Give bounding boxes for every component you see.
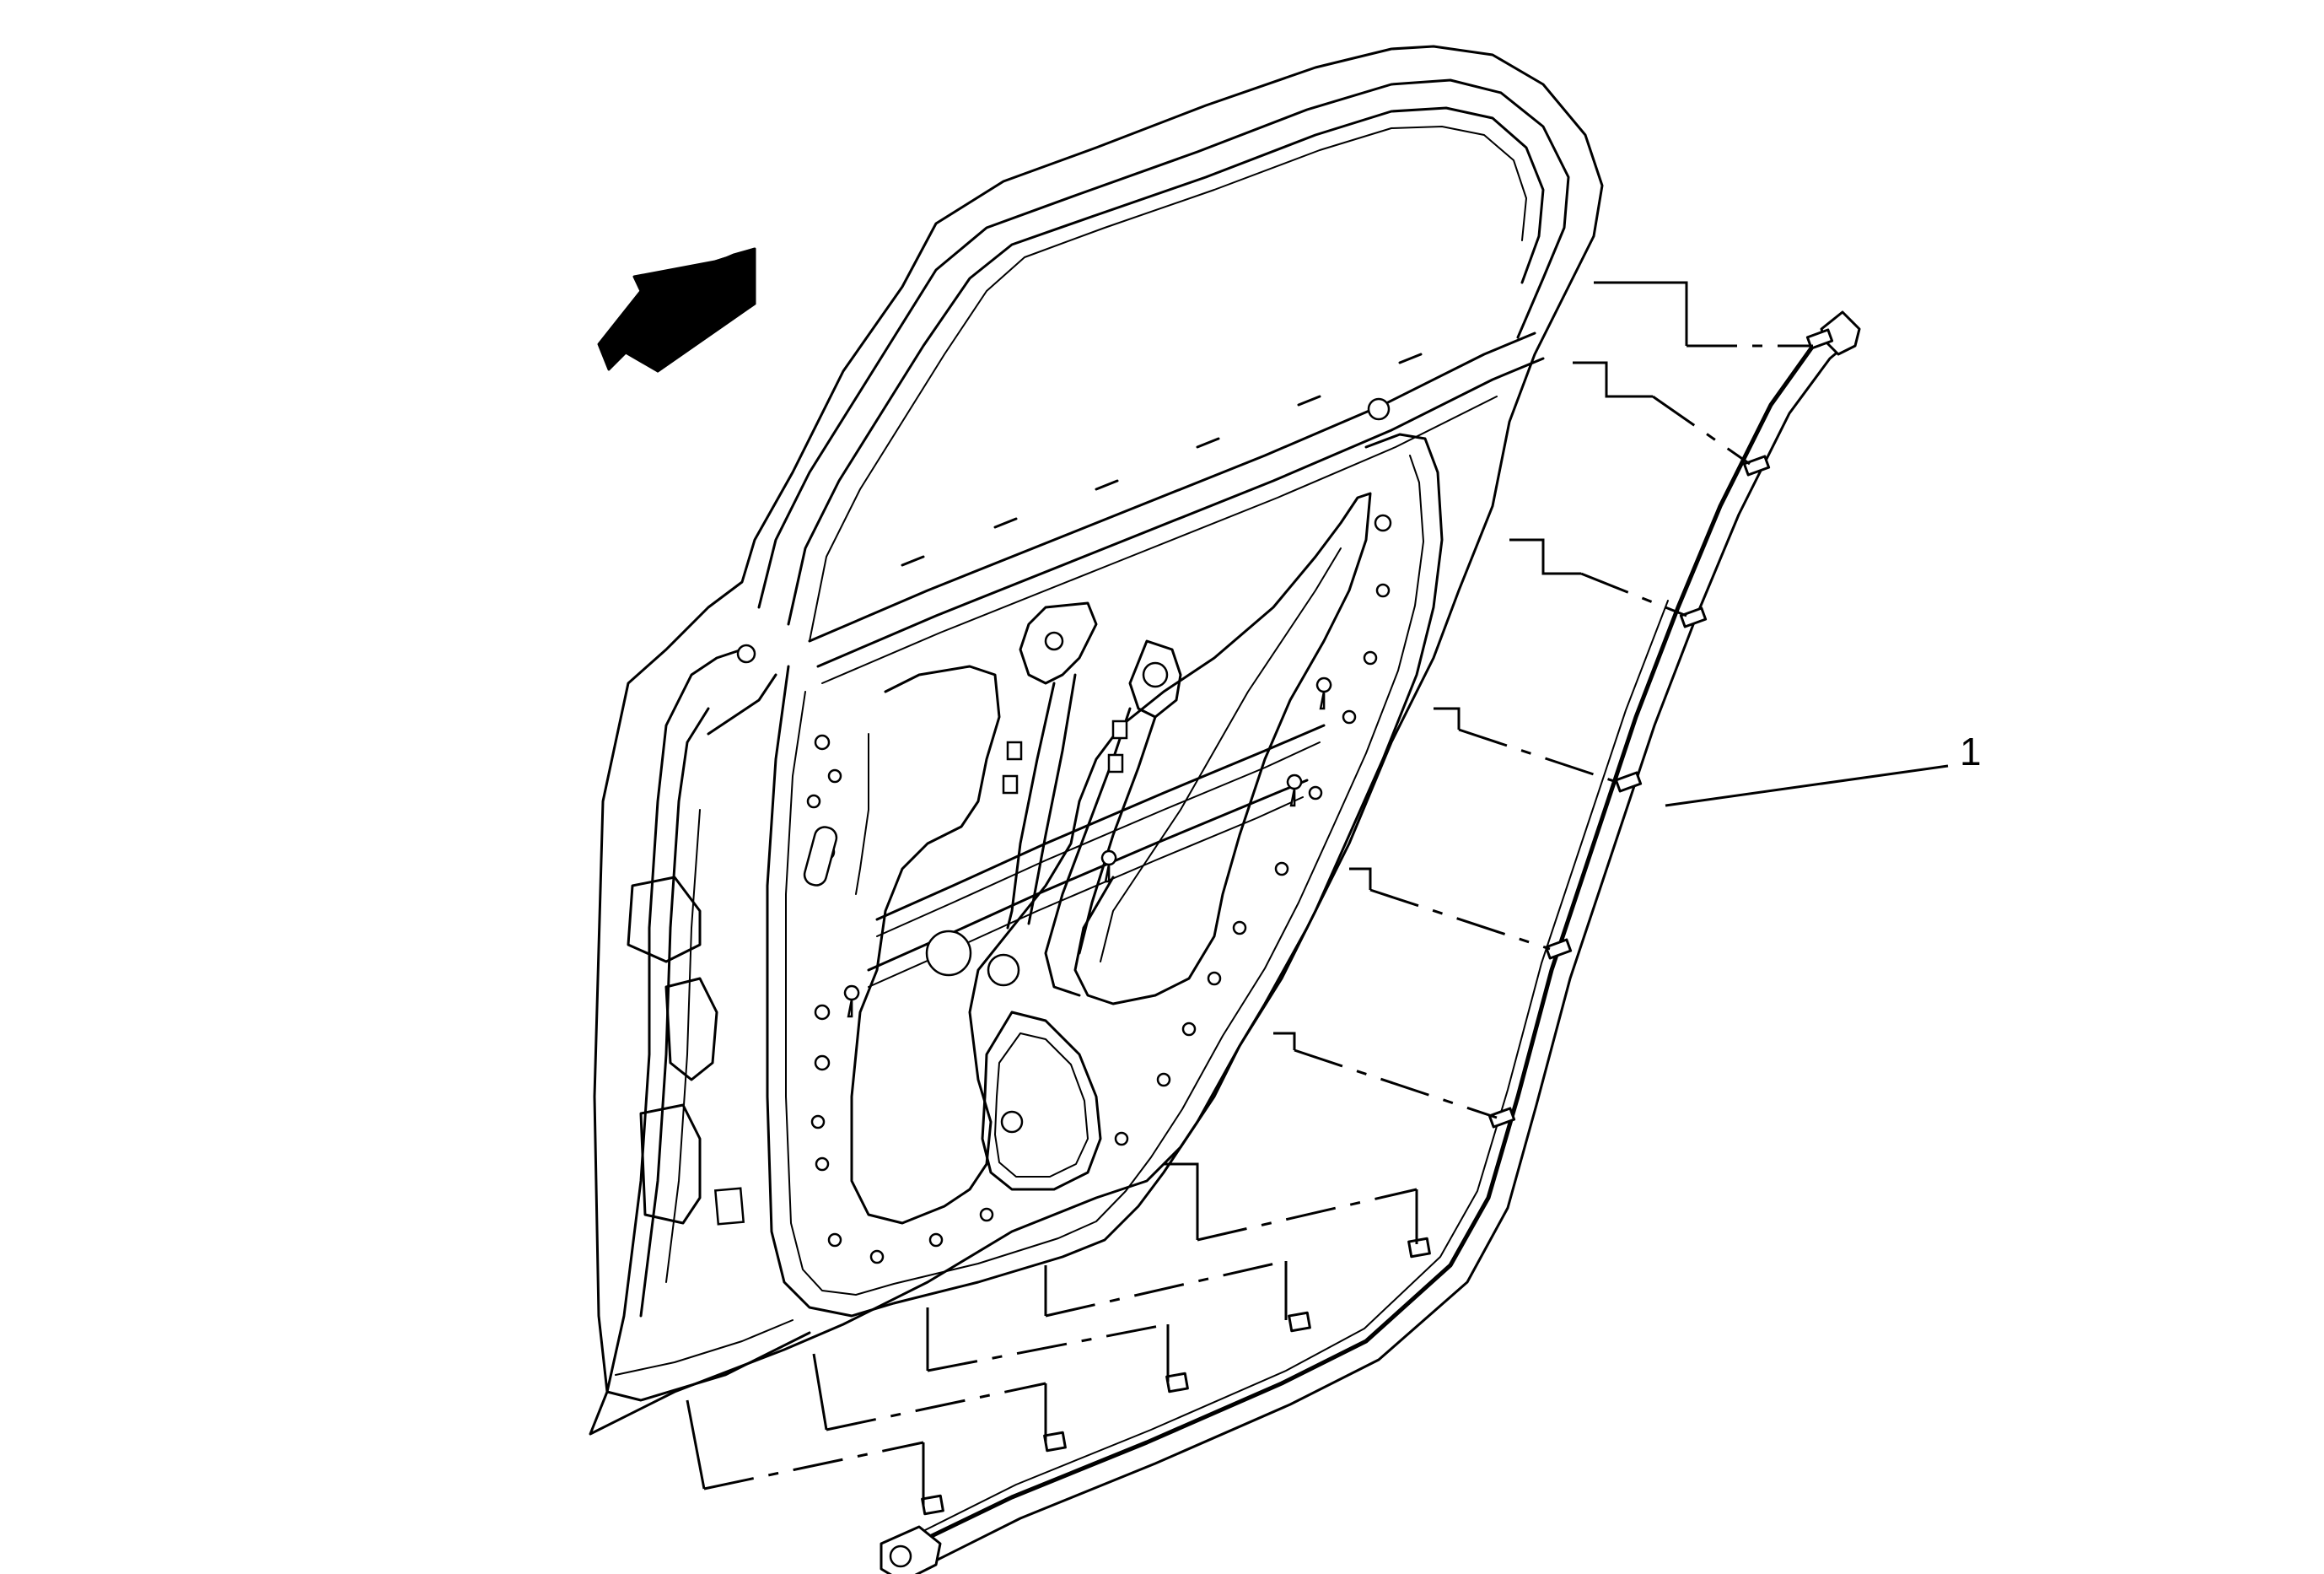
callout-1-leader-line bbox=[1665, 764, 1949, 807]
retainer-pins bbox=[921, 328, 1834, 1516]
panel-holes bbox=[736, 397, 1392, 1264]
door-weatherstrip bbox=[880, 310, 1861, 1574]
forward-direction-arrow-icon bbox=[597, 247, 756, 373]
sill-slots bbox=[901, 353, 1423, 567]
keyhole-slots bbox=[843, 676, 1332, 1018]
callout-1-label: 1 bbox=[1960, 730, 1982, 774]
attachment-leader-lines bbox=[686, 281, 1813, 1506]
